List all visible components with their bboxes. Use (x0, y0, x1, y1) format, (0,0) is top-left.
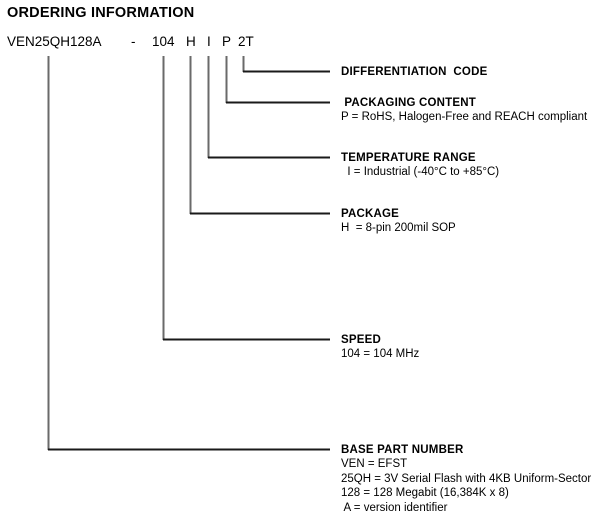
part-number-segment-differentiation: 2T (238, 34, 254, 49)
callout-heading: TEMPERATURE RANGE (341, 152, 476, 164)
page-title: ORDERING INFORMATION (7, 5, 195, 21)
callout-packaging-content: PACKAGING CONTENT P = RoHS, Halogen-Free… (341, 96, 587, 125)
callout-line: H = 8-pin 200mil SOP (341, 222, 456, 234)
callout-line: P = RoHS, Halogen-Free and REACH complia… (341, 111, 588, 123)
callout-speed: SPEED 104 = 104 MHz (341, 333, 419, 362)
callout-line: VEN = EFST (341, 458, 408, 470)
part-number-segment-base: VEN25QH128A (7, 34, 102, 49)
part-number-segment-package: H (186, 34, 196, 49)
callout-line: I = Industrial (-40°C to +85°C) (341, 166, 500, 178)
callout-heading: BASE PART NUMBER (341, 444, 464, 456)
callout-line: 104 = 104 MHz (341, 348, 420, 360)
callout-temperature-range: TEMPERATURE RANGE I = Industrial (-40°C … (341, 151, 499, 180)
callout-line: 25QH = 3V Serial Flash with 4KB Uniform-… (341, 472, 592, 485)
callout-package: PACKAGE H = 8-pin 200mil SOP (341, 207, 456, 236)
callout-heading: PACKAGING CONTENT (341, 97, 476, 109)
part-number-segment-dash: - (131, 34, 136, 49)
callout-line: A = version identifier (341, 501, 448, 514)
part-number-segment-packaging: P (222, 34, 232, 49)
part-number-segment-temperature: I (207, 34, 211, 49)
callout-heading: DIFFERENTIATION CODE (341, 66, 488, 78)
callout-heading: PACKAGE (341, 208, 400, 220)
callout-heading: SPEED (341, 334, 381, 346)
callout-line: 128 = 128 Megabit (16,384K x 8) (341, 487, 509, 499)
callout-differentiation-code: DIFFERENTIATION CODE (341, 65, 487, 79)
callout-base-part-number: BASE PART NUMBER VEN = EFST 25QH = 3V Se… (341, 443, 591, 515)
part-number-segment-speed: 104 (152, 34, 175, 49)
